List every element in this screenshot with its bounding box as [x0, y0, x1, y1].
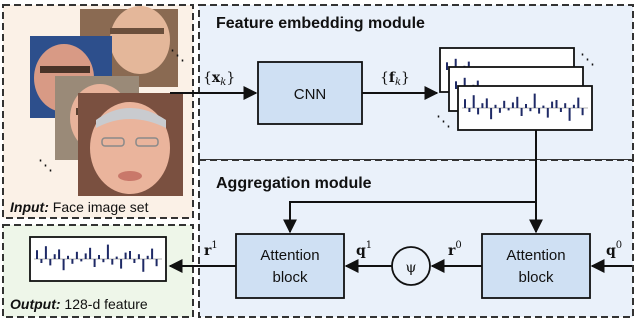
feature-bar: [155, 259, 158, 267]
input-caption-prefix: Input:: [10, 199, 49, 215]
feature-bar: [84, 253, 87, 259]
feature-bar: [455, 81, 457, 89]
label-feature-set: {fk}: [380, 70, 410, 88]
feature-bar: [89, 247, 92, 259]
feature-bar: [477, 108, 480, 115]
output-caption-text: 128-d feature: [61, 296, 148, 312]
feature-bar: [516, 96, 519, 108]
feature-bar: [98, 255, 100, 259]
feature-embedding-title: Feature embedding module: [216, 15, 425, 32]
attention-block-0-line1: Attention: [506, 247, 565, 264]
feature-bar: [67, 255, 69, 259]
feature-bar: [93, 259, 96, 267]
feature-bar: [503, 100, 506, 108]
feature-bar: [472, 95, 475, 108]
feature-bar: [124, 252, 127, 259]
feature-bar: [564, 103, 567, 108]
feature-bar: [49, 259, 52, 266]
feature-bar: [62, 259, 65, 271]
feature-bar: [115, 256, 118, 259]
feature-bar: [120, 259, 123, 269]
aggregation-title: Aggregation module: [216, 175, 372, 192]
feature-bar: [146, 255, 149, 259]
feature-bar: [58, 249, 61, 259]
feature-bar: [533, 93, 536, 108]
feature-bar: [542, 105, 545, 108]
feature-bar: [129, 251, 131, 259]
feature-bar: [485, 98, 488, 108]
feature-bar: [44, 246, 47, 259]
feature-bar: [525, 104, 527, 108]
feature-bar: [507, 108, 510, 111]
feature-bar: [142, 259, 145, 272]
feature-bar: [568, 108, 571, 121]
input-ellipsis-top: ⋱: [170, 47, 185, 64]
feature-bars-front: [464, 93, 584, 121]
feature-bar: [529, 108, 532, 112]
output-feature-bars: [36, 244, 158, 272]
attention-block-1-line2: block: [272, 269, 308, 286]
feature-bar: [80, 259, 83, 262]
feature-bar: [520, 108, 523, 116]
feature-bar: [572, 104, 575, 108]
feature-bar: [102, 259, 105, 263]
output-caption: Output: 128-d feature: [10, 296, 148, 312]
feature-bar: [75, 251, 78, 259]
attention-block-1-line1: Attention: [260, 247, 319, 264]
feature-bar: [467, 61, 470, 70]
input-caption: Input: Face image set: [10, 199, 149, 215]
psi-label: ψ: [406, 260, 417, 276]
feature-bar: [463, 77, 466, 89]
feature-bar: [476, 80, 479, 89]
feature-bar: [36, 250, 38, 259]
feature-card-stack: [439, 47, 593, 131]
feature-bar: [559, 108, 562, 112]
input-caption-text: Face image set: [49, 199, 149, 215]
output-caption-prefix: Output:: [10, 296, 61, 312]
feature-bar: [581, 108, 584, 116]
feature-bar: [481, 103, 484, 108]
attention-block-1: [235, 233, 345, 299]
cnn-block: [257, 61, 363, 125]
feature-bar: [454, 58, 457, 70]
feature-bar: [468, 108, 471, 112]
connector-features-to-attention-1: [283, 201, 536, 234]
feature-bar: [494, 104, 497, 108]
feature-bar: [577, 97, 580, 108]
feature-bar: [546, 108, 549, 118]
feature-bar: [511, 102, 514, 108]
feature-bar: [137, 254, 140, 259]
input-caption-bg: [5, 196, 191, 216]
feature-bar: [53, 254, 56, 259]
feature-bar: [446, 62, 448, 70]
feature-bar: [464, 99, 466, 108]
features-ellipsis-right: ⋱: [580, 51, 595, 68]
attention-block-0: [481, 233, 591, 299]
features-ellipsis-left: ⋱: [436, 113, 451, 130]
feature-bar: [71, 259, 74, 264]
label-input-set: {xk}: [203, 70, 235, 88]
attention-block-0-line2: block: [518, 269, 554, 286]
feature-bar: [490, 108, 493, 120]
feature-bar: [538, 108, 541, 114]
input-ellipsis-bottom: ⋱: [38, 157, 53, 174]
cnn-label: CNN: [294, 86, 327, 103]
face-image-stack: [30, 6, 183, 198]
feature-bar: [498, 108, 501, 113]
feature-bar: [551, 101, 554, 108]
feature-bar: [40, 259, 43, 263]
feature-bar: [555, 100, 558, 108]
feature-bar: [111, 259, 114, 265]
feature-bar: [133, 259, 136, 263]
feature-bar: [106, 244, 109, 259]
feature-bar: [151, 248, 154, 259]
